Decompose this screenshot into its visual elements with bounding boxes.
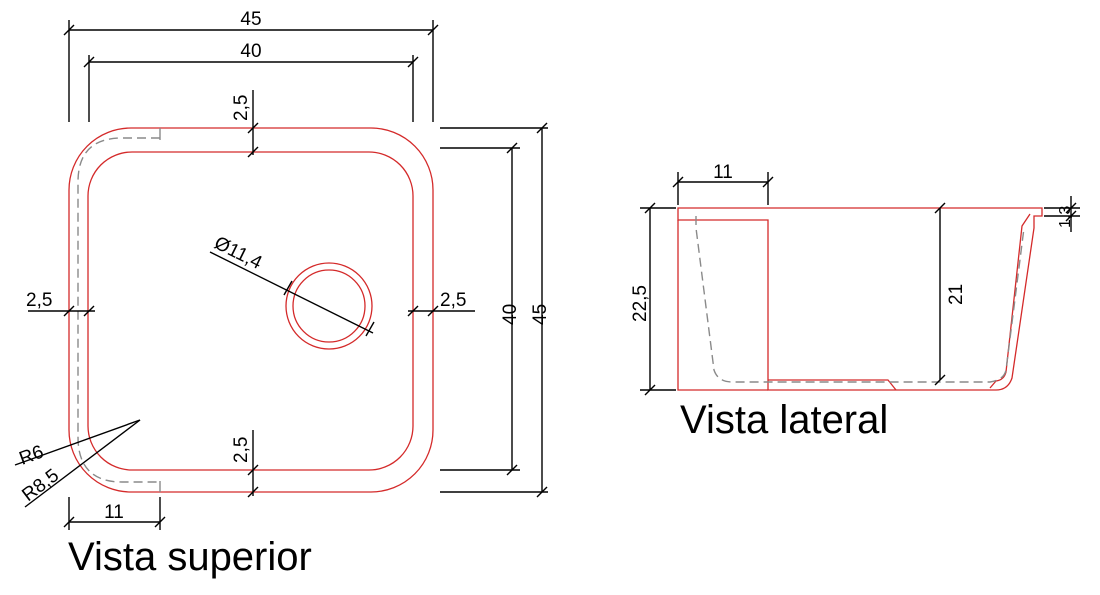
dim-right-rim: 2,5 <box>440 290 466 311</box>
side-left-block <box>677 220 768 391</box>
side-hidden-contour <box>695 216 1025 383</box>
side-floor-line <box>768 379 897 391</box>
drain-inner-circle <box>292 269 366 343</box>
dim-outer-width: 45 <box>240 9 261 30</box>
sink-hidden-contour <box>77 137 160 483</box>
dim-side-top-width: 11 <box>713 162 733 183</box>
drain-outer-circle <box>285 262 373 350</box>
dim-top-rim: 2,5 <box>231 95 252 121</box>
dim-drain-diameter: Ø11,4 <box>211 233 266 274</box>
dim-bottom-rim: 2,5 <box>231 437 252 463</box>
top-view: 45 40 2,5 2,5 2,5 2,5 Ø11,4 <box>14 9 551 579</box>
side-inner-wall <box>989 213 1031 389</box>
sink-outer-outline <box>68 127 434 493</box>
dim-radius-large: R8,5 <box>18 465 63 506</box>
side-view: 11 22,5 21 1,3 Vista lateral <box>630 162 1080 442</box>
dim-side-rim-thickness: 1,3 <box>1057 206 1074 228</box>
dim-inner-height: 40 <box>500 304 521 325</box>
dim-side-total-height: 22,5 <box>630 285 651 322</box>
dim-inner-width: 40 <box>240 41 261 62</box>
dim-radius-small: R6 <box>17 442 47 470</box>
top-view-title: Vista superior <box>68 535 312 579</box>
dim-bottom-width: 11 <box>104 502 124 523</box>
side-outline <box>677 207 1043 391</box>
side-view-title: Vista lateral <box>680 398 888 442</box>
dim-side-inner-depth: 21 <box>946 284 967 305</box>
dim-left-rim: 2,5 <box>26 290 52 311</box>
dim-outer-height: 45 <box>530 304 551 325</box>
